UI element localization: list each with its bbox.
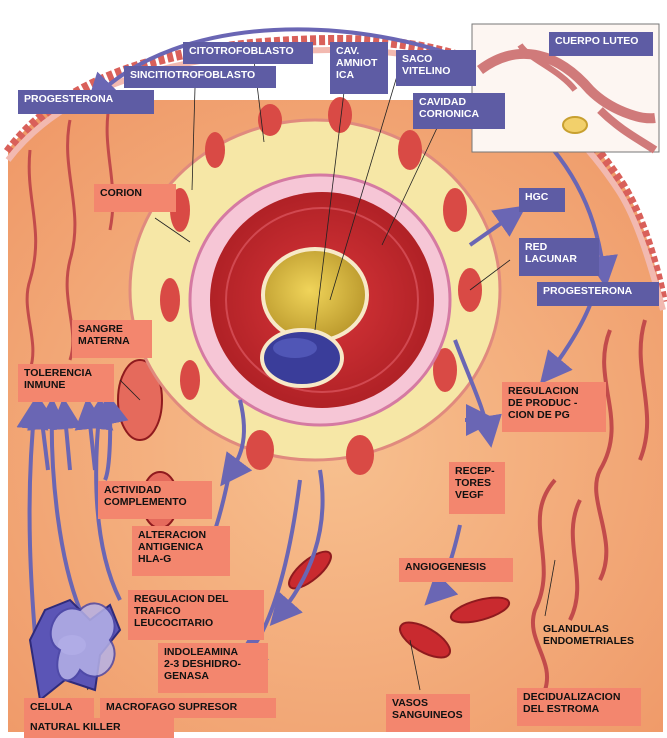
label-macrofago: MACROFAGO SUPRESOR <box>100 698 276 718</box>
label-regulacion-trafico: REGULACION DEL TRAFICO LEUCOCITARIO <box>128 590 264 640</box>
label-sincitiotrofoblasto: SINCITIOTROFOBLASTO <box>124 66 276 88</box>
label-vasos: VASOS SANGUINEOS <box>386 694 470 732</box>
label-citotrofoblasto: CITOTROFOBLASTO <box>183 42 313 64</box>
label-glandulas: GLANDULAS ENDOMETRIALES <box>537 620 653 658</box>
label-actividad-complemento: ACTIVIDAD COMPLEMENTO <box>98 481 212 519</box>
label-decidualizacion: DECIDUALIZACION DEL ESTROMA <box>517 688 641 726</box>
label-hgc: hGC <box>519 188 565 212</box>
label-cuerpo-luteo: CUERPO LUTEO <box>549 32 653 56</box>
label-natural-killer: NATURAL KILLER <box>24 718 174 738</box>
macrophage-cell <box>51 603 115 680</box>
label-celula: CELULA <box>24 698 94 718</box>
label-tolerencia-inmune: TOLERENCIA INMUNE <box>18 364 114 402</box>
label-saco-vitelino: SACO VITELINO <box>396 50 476 86</box>
label-corion: CORION <box>94 184 176 212</box>
amniotic-cavity <box>262 330 342 386</box>
label-progesterona-left: PROGESTERONA <box>18 90 154 114</box>
label-indoleamina: INDOLEAMINA 2-3 DESHIDRO- GENASA <box>158 643 268 693</box>
label-progesterona-right: PROGESTERONA <box>537 282 659 306</box>
label-cavidad-corionica: CAVIDAD CORIONICA <box>413 93 505 129</box>
label-angiogenesis: ANGIOGENESIS <box>399 558 513 582</box>
label-regulacion-pg: REGULACION DE PRODUC - CION DE PG <box>502 382 606 432</box>
label-red-lacunar: RED LACUNAR <box>519 238 599 276</box>
label-alteracion-hla: ALTERACION ANTIGENICA HLA-G <box>132 526 230 576</box>
label-receptores-vegf: RECEP- TORES VEGF <box>449 462 505 514</box>
label-sangre-materna: SANGRE MATERNA <box>72 320 152 358</box>
label-cav-amniotica: CAV. AMNIOT ICA <box>330 42 388 94</box>
